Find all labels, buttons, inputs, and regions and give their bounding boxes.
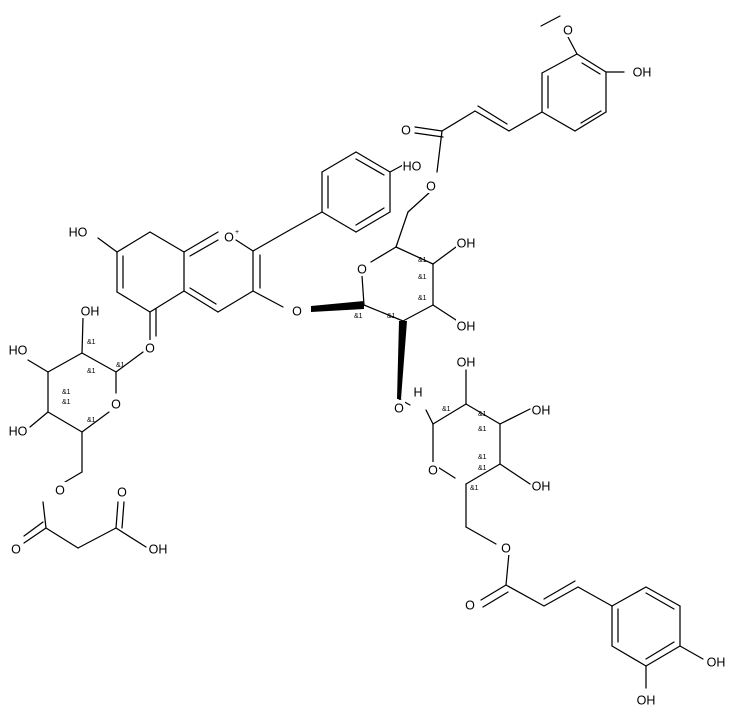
stereo-label: &1: [87, 339, 96, 346]
stereo-label: &1: [87, 417, 96, 424]
atom-label-oh-top-right: OH: [633, 66, 652, 80]
atom-label-o-methoxy: O: [563, 24, 573, 38]
stereo-label: &1: [478, 454, 487, 461]
stereo-label: &1: [418, 257, 427, 264]
atom-label-h-anomeric: H: [413, 386, 422, 400]
atom-label-oh-sugar-b-1: OH: [457, 356, 476, 370]
atom-label-o-ester-carbonyl-bottom: O: [465, 599, 475, 613]
atom-label-oh-glc-2: OH: [81, 305, 100, 319]
atom-label-oh-glc-3: HO: [9, 344, 28, 358]
atom-label-o-ester-top: O: [426, 180, 436, 194]
atom-label-o-ester-bottom: O: [501, 542, 511, 556]
stereo-labels: &1&1&1&1&1&1&1&1&1&1&1&1&1&1&1&1&1: [62, 257, 487, 492]
atom-label-o-malonyl-carbonyl: O: [11, 543, 21, 557]
atom-label-oh-glc-4: HO: [9, 425, 28, 439]
atom-label-oh-malonyl-top: O: [117, 486, 127, 500]
atom-label-o-glycoside-3: O: [292, 305, 302, 319]
stereo-label: &1: [116, 362, 125, 369]
stereo-label: &1: [478, 465, 487, 472]
stereo-label: &1: [62, 399, 71, 406]
stereo-label: &1: [478, 411, 487, 418]
atom-label-oh-sugar-a-2: OH: [457, 320, 476, 334]
stereo-label: &1: [470, 485, 479, 492]
stereo-label: &1: [442, 406, 451, 413]
atom-label-oh-malonyl-acid: OH: [149, 543, 168, 557]
atom-label-o-ester-carbonyl-top: O: [401, 124, 411, 138]
atom-label-o-glycoside-5: O: [145, 342, 155, 356]
atom-label-o-glycoside-2: O: [394, 402, 404, 416]
stereo-label: &1: [478, 426, 487, 433]
atom-label-oh-sugar-a-1: OH: [457, 237, 476, 251]
atom-label-o-ring-glc: O: [111, 398, 121, 412]
atom-label-oh-7: HO: [69, 226, 88, 240]
stereo-label: &1: [387, 313, 396, 320]
atom-label-oh-caffeoyl-2: OH: [637, 694, 656, 708]
atom-label-o-ring-sugar-a: O: [357, 263, 367, 277]
atom-label-oh-sugar-b-2: OH: [532, 404, 551, 418]
stereo-label: &1: [354, 313, 363, 320]
stereo-label: &1: [418, 295, 427, 302]
atom-label-o-ester-glc: O: [55, 484, 65, 498]
atom-label-o-ring-sugar-b: O: [428, 464, 438, 478]
atom-label-o-flavylium: O: [224, 231, 234, 245]
atom-label-oh-caffeoyl-1: OH: [707, 656, 726, 670]
stereo-label: &1: [87, 368, 96, 375]
bond-lines: [23, 15, 704, 689]
atom-label-oh-phenol: HO: [403, 160, 422, 174]
charge-o-flavylium: +: [235, 229, 239, 236]
stereo-label: &1: [62, 389, 71, 396]
atom-label-oh-sugar-b-3: OH: [532, 480, 551, 494]
stereo-label: &1: [418, 274, 427, 281]
